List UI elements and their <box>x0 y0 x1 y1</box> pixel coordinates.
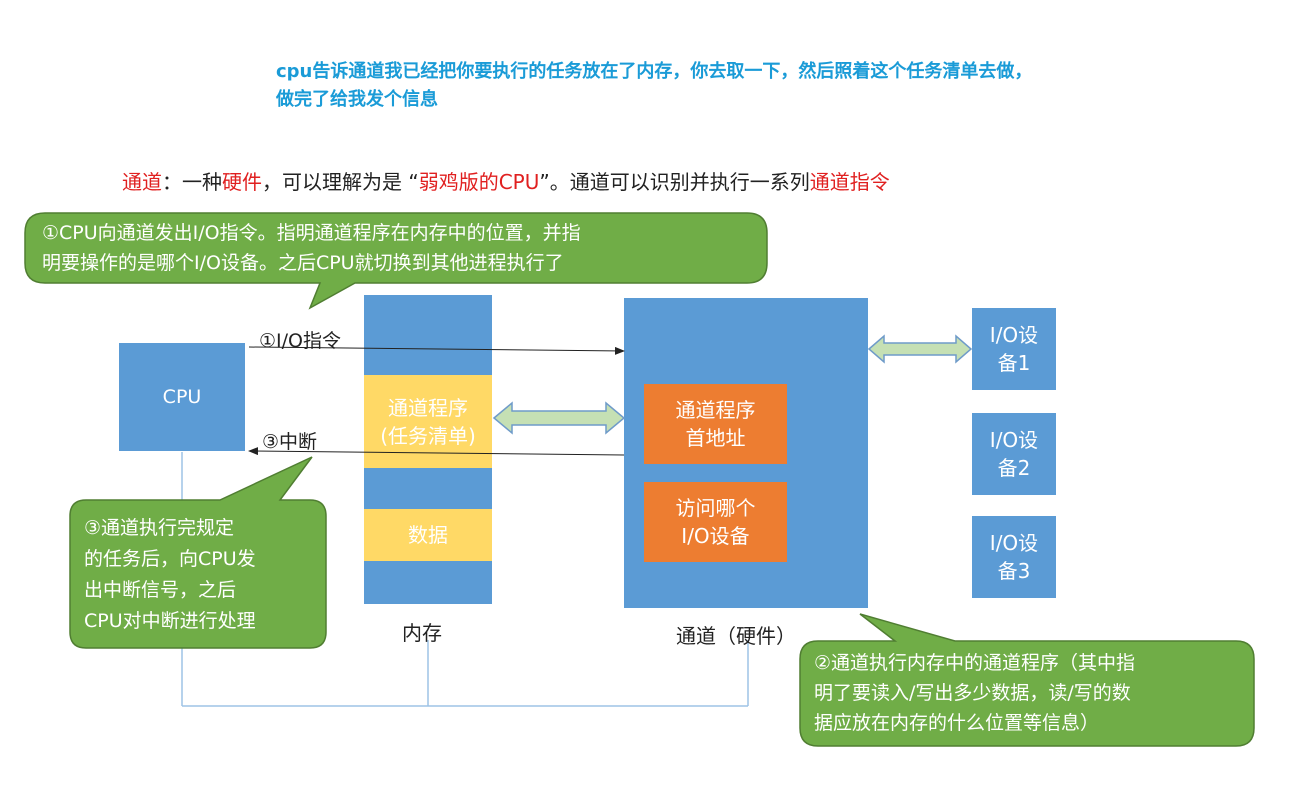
io-device-1-line2: 备1 <box>997 351 1031 375</box>
top-note-line2: 做完了给我发个信息 <box>276 89 438 110</box>
which-device-line2: I/O设备 <box>681 524 750 548</box>
which-device-block <box>644 482 787 562</box>
callout-step3-line4: CPU对中断进行处理 <box>84 610 256 632</box>
io-device-3-line2: 备3 <box>997 559 1031 583</box>
interrupt-label: ③中断 <box>262 431 318 453</box>
callout-step3: ③通道执行完规定 的任务后，向CPU发 出中断信号，之后 CPU对中断进行处理 <box>84 513 324 637</box>
io-device-3-box <box>972 516 1056 598</box>
def-term-channel: 通道 <box>122 170 162 194</box>
io-device-1-label: I/O设 备1 <box>972 308 1056 390</box>
callout-step2-line2: 明了要读入/写出多少数据，读/写的数 <box>814 682 1131 704</box>
io-device-1-box <box>972 308 1056 390</box>
channel-program-line1: 通道程序 <box>388 395 468 420</box>
channel-device-double-arrow <box>867 334 973 364</box>
io-device-2-line2: 备2 <box>997 456 1031 480</box>
cpu-box <box>119 343 245 451</box>
io-device-3-label: I/O设 备3 <box>972 516 1056 598</box>
def-term-hardware: 硬件 <box>222 170 262 194</box>
def-text-2: ，可以理解为是 “ <box>262 170 419 194</box>
callout-step3-line2: 的任务后，向CPU发 <box>84 548 256 570</box>
memory-caption: 内存 <box>402 621 442 645</box>
data-label: 数据 <box>408 523 448 547</box>
callout-step3-shape <box>69 456 327 649</box>
callout-step2-shape <box>799 613 1255 747</box>
io-instruction-label: ①I/O指令 <box>259 330 341 352</box>
which-device-label: 访问哪个 I/O设备 <box>644 482 787 562</box>
start-address-line1: 通道程序 <box>675 398 756 422</box>
io-device-2-label: I/O设 备2 <box>972 413 1056 495</box>
cpu-label: CPU <box>162 386 202 408</box>
callout-step2-line3: 据应放在内存的什么位置等信息） <box>814 712 1100 734</box>
start-address-label: 通道程序 首地址 <box>644 384 787 464</box>
io-device-2-line1: I/O设 <box>989 428 1039 452</box>
io-device-2-box <box>972 413 1056 495</box>
callout-step2-line1: ②通道执行内存中的通道程序（其中指 <box>814 652 1136 674</box>
channel-caption: 通道（硬件） <box>676 624 796 648</box>
callout-step1-line1: ①CPU向通道发出I/O指令。指明通道程序在内存中的位置，并指 <box>42 222 581 244</box>
def-term-weak-cpu: 弱鸡版的CPU <box>418 170 540 194</box>
io-instruction-arrow <box>248 346 625 355</box>
which-device-line1: 访问哪个 <box>675 496 756 520</box>
top-note-line1: cpu告诉通道我已经把你要执行的任务放在了内存，你去取一下，然后照着这个任务清单… <box>276 61 1033 82</box>
def-text-3: ”。通道可以识别并执行一系列 <box>539 170 810 194</box>
start-address-line2: 首地址 <box>685 426 746 450</box>
callout-step1-shape <box>24 212 768 310</box>
channel-program-line2: (任务清单) <box>380 423 476 448</box>
def-term-channel-instructions: 通道指令 <box>809 170 890 194</box>
callout-step1-line2: 明要操作的是哪个I/O设备。之后CPU就切换到其他进程执行了 <box>42 252 564 274</box>
def-text-1: ：一种 <box>162 170 222 194</box>
io-device-1-line1: I/O设 <box>989 323 1039 347</box>
callout-step1: ①CPU向通道发出I/O指令。指明通道程序在内存中的位置，并指 明要操作的是哪个… <box>42 218 762 278</box>
callout-step2: ②通道执行内存中的通道程序（其中指 明了要读入/写出多少数据，读/写的数 据应放… <box>814 648 1254 738</box>
top-note: cpu告诉通道我已经把你要执行的任务放在了内存，你去取一下，然后照着这个任务清单… <box>276 58 1216 114</box>
interrupt-arrow <box>248 447 625 456</box>
io-device-3-line1: I/O设 <box>989 531 1039 555</box>
memory-channel-double-arrow <box>492 401 626 435</box>
channel-program-label: 通道程序 (任务清单) <box>364 375 492 468</box>
callout-step3-line3: 出中断信号，之后 <box>84 579 237 601</box>
data-block <box>364 509 492 561</box>
start-address-block <box>644 384 787 464</box>
callout-step3-line1: ③通道执行完规定 <box>84 517 235 539</box>
channel-definition: 通道：一种硬件，可以理解为是 “弱鸡版的CPU”。通道可以识别并执行一系列通道指… <box>122 166 890 195</box>
